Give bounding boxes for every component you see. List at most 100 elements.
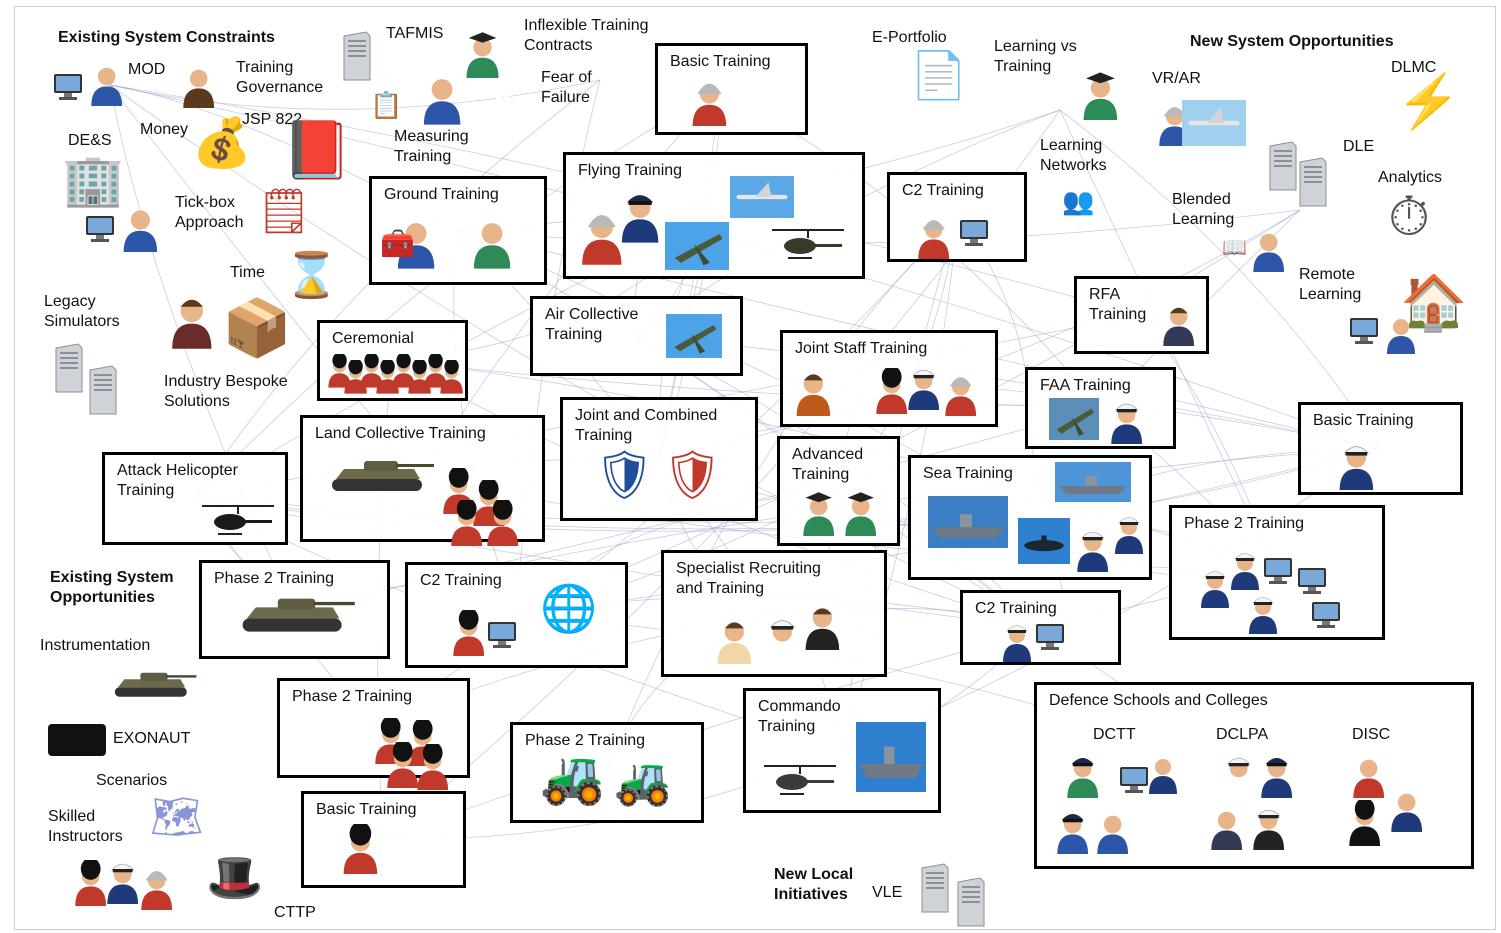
joint-badge-icon: 🛡 (662, 449, 723, 502)
skilled-instructors-label: Skilled Instructors (48, 808, 123, 845)
graduate-icon (1080, 70, 1121, 125)
link-line (1059, 109, 1381, 449)
commando-helicopter-icon (760, 760, 840, 805)
vrar-label: VR/AR (1152, 70, 1201, 87)
box-title: Specialist Recruiting and Training (676, 560, 821, 597)
staff-officer-icon (873, 365, 910, 419)
instrumentation-tank-icon (110, 668, 198, 705)
engineer-icon (1064, 752, 1101, 803)
instructor-sailor-icon (104, 858, 141, 909)
box-title: Sea Training (923, 465, 1013, 482)
box-title: Air Collective Training (545, 306, 639, 343)
new-opportunities-heading: New System Opportunities (1190, 33, 1394, 50)
school-officer-icon (1146, 752, 1180, 799)
dle-server-icon (1296, 156, 1330, 213)
legacy-simulators-label: Legacy Simulators (44, 293, 120, 330)
box-title: RFA Training (1089, 286, 1147, 323)
box-title: Phase 2 Training (1184, 515, 1305, 532)
basic-helmet-person-icon (689, 76, 730, 131)
fear-of-failure-label: Fear of Failure (541, 69, 592, 106)
mechanic-icon (1094, 808, 1131, 859)
box-title: Joint Staff Training (795, 340, 928, 357)
air-collective-jet-icon (666, 314, 722, 363)
guard-icon (326, 352, 353, 393)
chaplain-icon (802, 600, 843, 655)
box-title: Attack Helicopter Training (117, 462, 238, 499)
c2-soldier-icon (450, 607, 487, 661)
officer-icon (618, 188, 662, 248)
dlmc-label: DLMC (1391, 59, 1437, 76)
forklift-icon: 🚜 (540, 749, 605, 807)
instructor-pilot-icon (138, 864, 175, 915)
remote-person-icon (1384, 312, 1418, 359)
faa-officer-icon (1108, 398, 1145, 449)
world-map-icon: 🌐 (540, 582, 598, 634)
commando-ship-photo-icon (856, 722, 926, 797)
box-title: Ceremonial (332, 330, 414, 347)
des-label: DE&S (68, 132, 112, 149)
school-officer-icon (1350, 752, 1387, 803)
guard-icon (358, 352, 385, 393)
training-governance-label: Training Governance (236, 59, 324, 96)
basic-sailor-icon (1336, 440, 1377, 495)
jsp-label: JSP 822 (242, 111, 303, 128)
bulldozer-icon: 🚜 (614, 755, 672, 807)
computer-icon (1262, 556, 1296, 591)
carrier-photo-icon (928, 496, 1008, 553)
blended-person-icon (1250, 226, 1287, 277)
box-title: Advanced Training (792, 446, 864, 483)
faa-photo-icon (1049, 398, 1099, 445)
box-title: Basic Training (1313, 412, 1414, 429)
box-joint-combined-training: Joint and Combined Training (560, 397, 758, 521)
school-officer-icon (1258, 752, 1295, 803)
instrumentation-label: Instrumentation (40, 637, 151, 654)
school-officer-icon (1208, 804, 1245, 855)
graduate-icon (842, 490, 879, 541)
soldier-icon (448, 497, 485, 551)
industry-bespoke-label: Industry Bespoke Solutions (164, 373, 288, 410)
soldier-icon (484, 497, 521, 551)
vle-server-icon (954, 876, 988, 933)
box-title: C2 Training (420, 572, 502, 589)
computer-icon (1118, 765, 1152, 800)
eportfolio-doc-icon: 📄 (910, 49, 968, 101)
clipboard-icon: 📋 (370, 90, 403, 120)
checklist-icon: 🗒 (256, 187, 312, 236)
vle-server-icon (918, 862, 952, 919)
sailor-icon (1074, 526, 1111, 577)
box-phase2-training-bottom: Phase 2 Training (510, 722, 704, 823)
box-title: FAA Training (1040, 377, 1131, 394)
box-faa-training: FAA Training (1025, 367, 1176, 449)
chef-icon (1220, 752, 1257, 803)
trainee-sailor-icon (1198, 566, 1232, 613)
stopwatch-icon: ⏱ (1388, 187, 1431, 247)
ground-crew-icon (394, 214, 438, 274)
box-title: Basic Training (316, 801, 417, 818)
computer-icon (1296, 566, 1330, 601)
exonaut-device-icon (48, 724, 106, 756)
eportfolio-label: E-Portfolio (872, 29, 947, 46)
learning-networks-label: Learning Networks (1040, 137, 1107, 174)
dctt-label: DCTT (1093, 726, 1136, 743)
network-people-icon: 👥 (1062, 186, 1095, 216)
phase2-tank-icon (236, 592, 357, 641)
link-line (109, 79, 601, 110)
home-icon: 🏠 (1400, 273, 1468, 333)
money-label: Money (140, 121, 189, 138)
staff-helmet-icon (942, 370, 979, 421)
businessman-icon (168, 290, 216, 354)
dlmc-lightning-icon: ⚡ (1396, 73, 1461, 131)
vle-label: VLE (872, 884, 903, 901)
graduate-icon (463, 30, 502, 83)
sailor-icon (1112, 512, 1146, 559)
land-tank-icon (326, 455, 436, 500)
learning-vs-training-label: Learning vs Training (994, 38, 1077, 75)
measuring-person-icon (420, 70, 464, 130)
box-title: Defence Schools and Colleges (1049, 692, 1268, 709)
existing-constraints-heading: Existing System Constraints (58, 29, 275, 46)
vr-jet-photo-icon (1182, 100, 1246, 151)
box-title: Phase 2 Training (525, 732, 646, 749)
trainee-sailor-icon (1228, 548, 1262, 595)
instructor-soldier-icon (72, 857, 109, 911)
trainee-sailor-icon (1246, 592, 1280, 639)
